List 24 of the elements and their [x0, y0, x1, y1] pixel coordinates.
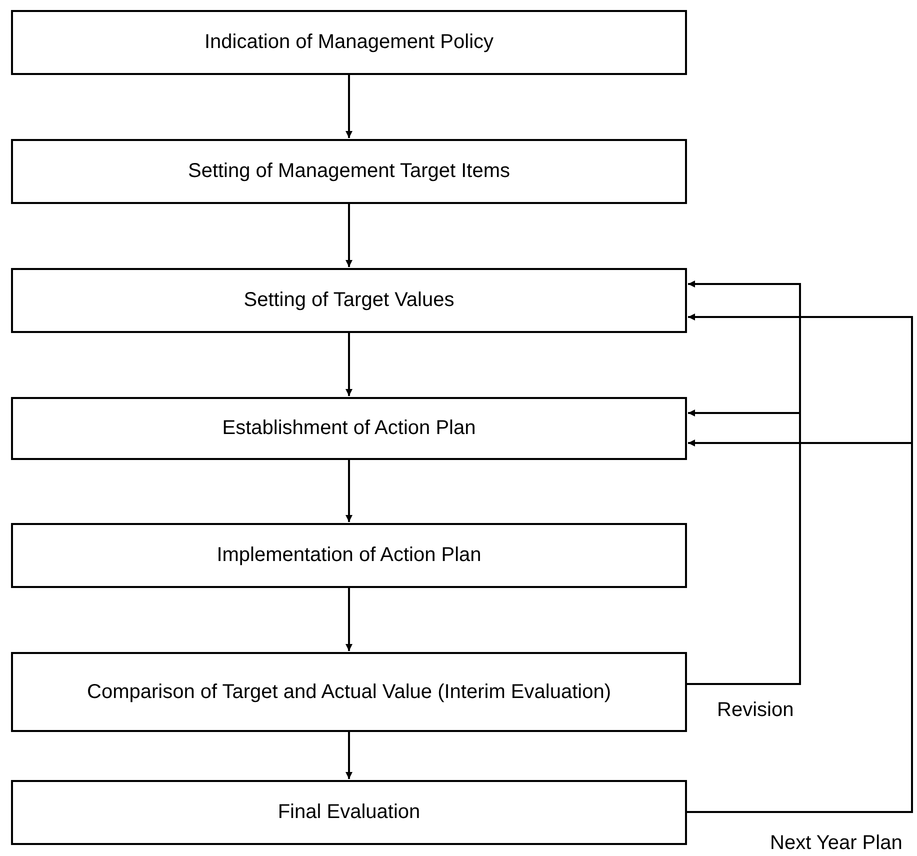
process-box — [11, 652, 687, 732]
arrow — [346, 333, 352, 396]
box-label: Final Evaluation — [276, 800, 422, 825]
process-box — [11, 139, 687, 204]
box-label: Setting of Target Values — [242, 288, 456, 313]
flow-label: Next Year Plan — [770, 832, 902, 855]
box-label: Implementation of Action Plan — [216, 543, 482, 568]
process-box — [11, 268, 687, 333]
process-box — [11, 780, 687, 845]
arrow — [687, 440, 913, 813]
box-label: Indication of Management Policy — [203, 30, 495, 55]
process-box — [11, 397, 687, 460]
box-label: Setting of Management Target Items — [186, 159, 512, 184]
arrow — [346, 204, 352, 267]
box-label: Comparison of Target and Actual Value (Interim Evaluation) — [86, 680, 612, 704]
arrow — [687, 410, 801, 685]
process-box — [11, 523, 687, 588]
flow-label: Revision — [717, 699, 794, 722]
arrow — [346, 732, 352, 779]
arrow — [346, 588, 352, 651]
box-label: Establishment of Action Plan — [221, 416, 477, 441]
process-box — [11, 10, 687, 75]
arrow — [346, 460, 352, 522]
arrow — [346, 75, 352, 138]
